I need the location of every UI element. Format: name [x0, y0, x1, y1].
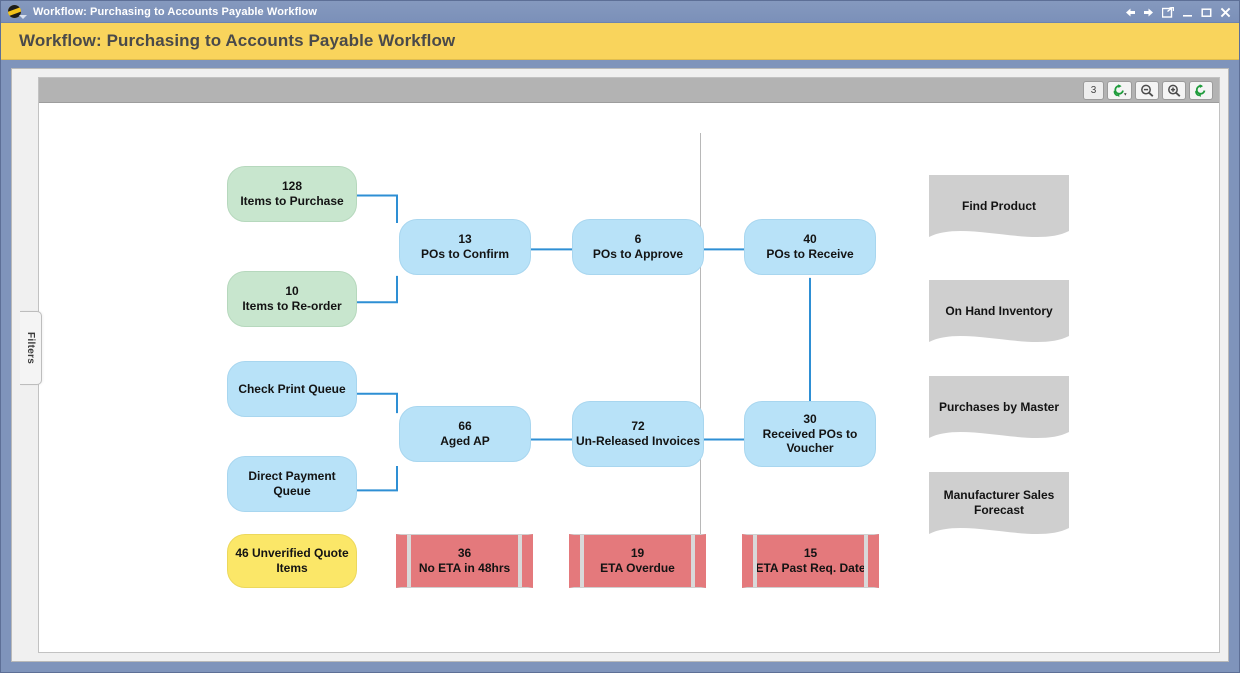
node-side-bar-right	[864, 535, 868, 587]
window-controls	[1124, 1, 1231, 23]
document-shape-icon	[929, 280, 1069, 342]
node-un-released-invoices[interactable]: 72 Un-Released Invoices	[572, 401, 704, 467]
workflow-diagram: 128 Items to Purchase 10 Items to Re-ord…	[39, 103, 1219, 652]
node-unverified-quote-items[interactable]: 46 Unverified Quote Items	[227, 534, 357, 588]
node-count: 128	[281, 179, 303, 194]
node-count: 19	[630, 546, 645, 561]
node-label: 46 Unverified Quote Items	[235, 546, 349, 575]
canvas-toolbar: 3	[39, 78, 1219, 103]
node-pos-to-receive[interactable]: 40 POs to Receive	[744, 219, 876, 275]
node-eta-past-req-date[interactable]: 15 ETA Past Req. Date	[742, 534, 879, 588]
maximize-button[interactable]	[1200, 5, 1212, 19]
filters-tab[interactable]: Filters	[20, 311, 42, 385]
node-count: 10	[285, 284, 299, 299]
node-label: Items to Purchase	[240, 194, 344, 208]
node-received-pos-to-voucher[interactable]: 30 Received POs to Voucher	[744, 401, 876, 467]
node-label: No ETA in 48hrs	[418, 561, 511, 575]
page-title: Workflow: Purchasing to Accounts Payable…	[19, 31, 456, 50]
document-shape-icon	[929, 175, 1069, 237]
node-label: Direct Payment Queue	[248, 469, 336, 498]
node-label: Received POs to Voucher	[762, 426, 858, 456]
document-shape-icon	[929, 472, 1069, 534]
section-divider	[700, 133, 701, 573]
refresh-interval-count[interactable]: 3	[1083, 80, 1104, 100]
node-eta-overdue[interactable]: 19 ETA Overdue	[569, 534, 706, 588]
node-label: POs to Receive	[766, 247, 854, 261]
node-label: Un-Released Invoices	[575, 434, 701, 448]
node-items-to-reorder[interactable]: 10 Items to Re-order	[227, 271, 357, 327]
window-title-text: Workflow: Purchasing to Accounts Payable…	[33, 5, 318, 18]
back-button[interactable]	[1124, 5, 1136, 19]
report-on-hand-inventory[interactable]: On Hand Inventory	[929, 280, 1069, 350]
node-label: ETA Overdue	[600, 561, 675, 575]
report-label: Find Product	[962, 198, 1036, 213]
app-logo-icon	[8, 4, 27, 19]
node-count: 66	[458, 419, 472, 434]
node-label: POs to Confirm	[420, 247, 509, 261]
report-label: Purchases by Master	[938, 399, 1060, 414]
node-check-print-queue[interactable]: Check Print Queue	[227, 361, 357, 417]
popout-button[interactable]	[1162, 5, 1174, 19]
node-side-bar-right	[518, 535, 522, 587]
node-count: 40	[803, 232, 817, 247]
node-label: ETA Past Req. Date	[755, 561, 866, 575]
node-direct-payment-queue[interactable]: Direct Payment Queue	[227, 456, 357, 512]
window-title-bar: Workflow: Purchasing to Accounts Payable…	[1, 1, 1239, 23]
node-side-bar-left	[753, 535, 757, 587]
workflow-canvas-container: 3	[38, 77, 1220, 653]
zoom-out-button[interactable]	[1135, 80, 1159, 100]
node-count: 13	[458, 232, 472, 247]
node-label: POs to Approve	[592, 247, 684, 261]
node-pos-to-confirm[interactable]: 13 POs to Confirm	[399, 219, 531, 275]
filters-tab-label: Filters	[25, 331, 36, 365]
page-header-band: Workflow: Purchasing to Accounts Payable…	[1, 23, 1239, 60]
report-label: On Hand Inventory	[945, 303, 1053, 318]
node-count: 15	[803, 546, 818, 561]
node-side-bar-left	[580, 535, 584, 587]
report-label: Manufacturer Sales Forecast	[943, 488, 1055, 517]
node-count: 72	[631, 419, 645, 434]
node-side-bar-right	[691, 535, 695, 587]
close-button[interactable]	[1219, 5, 1231, 19]
node-pos-to-approve[interactable]: 6 POs to Approve	[572, 219, 704, 275]
report-manufacturer-sales-forecast[interactable]: Manufacturer Sales Forecast	[929, 472, 1069, 542]
refresh-button[interactable]	[1189, 80, 1213, 100]
report-purchases-by-master[interactable]: Purchases by Master	[929, 376, 1069, 446]
node-count: 36	[457, 546, 472, 561]
document-shape-icon	[929, 376, 1069, 438]
node-aged-ap[interactable]: 66 Aged AP	[399, 406, 531, 462]
node-side-bar-left	[407, 535, 411, 587]
node-count: 6	[634, 232, 642, 247]
node-label: Aged AP	[440, 434, 490, 448]
content-panel: Filters 3	[11, 68, 1229, 662]
node-no-eta-in-48hrs[interactable]: 36 No ETA in 48hrs	[396, 534, 533, 588]
node-items-to-purchase[interactable]: 128 Items to Purchase	[227, 166, 357, 222]
auto-refresh-dropdown-button[interactable]	[1107, 80, 1132, 100]
minimize-button[interactable]	[1181, 5, 1193, 19]
zoom-in-button[interactable]	[1162, 80, 1186, 100]
node-label: Items to Re-order	[242, 299, 342, 313]
window-body: Filters 3	[1, 60, 1239, 672]
node-label: Check Print Queue	[238, 381, 346, 396]
report-find-product[interactable]: Find Product	[929, 175, 1069, 245]
forward-button[interactable]	[1143, 5, 1155, 19]
node-count: 30	[803, 412, 817, 427]
